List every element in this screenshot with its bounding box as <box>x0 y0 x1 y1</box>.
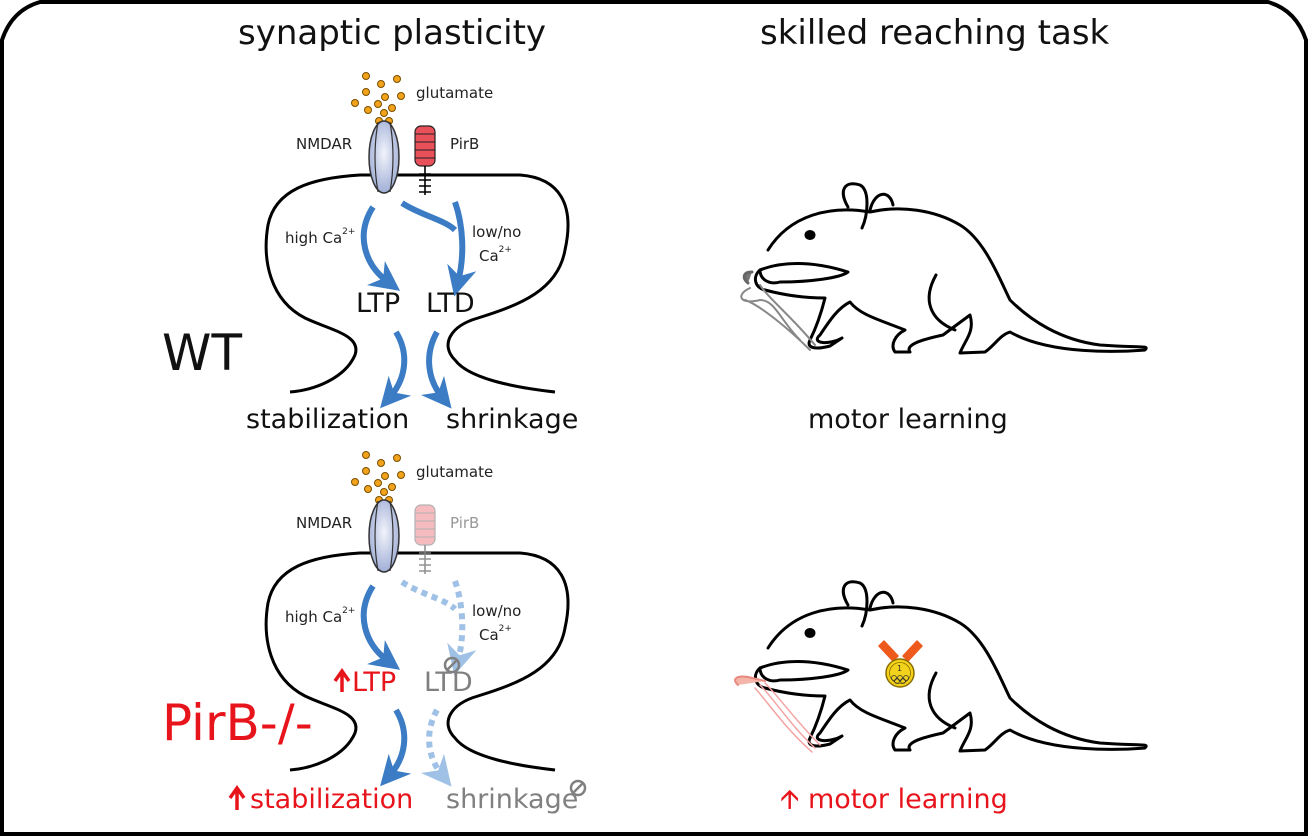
wt-low-ca-label-line2: Ca2+ <box>479 246 512 264</box>
ko-arrow-ltp <box>360 584 401 670</box>
wt-glutamate-label: glutamate <box>416 84 494 102</box>
wt-stabilization-label: stabilization <box>246 404 410 435</box>
ko-arrow-ltd-faded <box>447 580 477 676</box>
ko-high-ca-text: high Ca <box>285 608 343 626</box>
panel-title-skilled-reaching-task: skilled reaching task <box>760 13 1110 53</box>
wt-ltp-label: LTP <box>356 288 401 319</box>
wt-low-ca-superscript: 2+ <box>498 245 512 255</box>
ko-paw-trajectory <box>754 682 821 753</box>
ko-low-ca-label-line2: Ca2+ <box>479 625 512 643</box>
ko-mouse-illustration: 1 <box>734 580 1148 753</box>
wt-pirb-label: PirB <box>450 135 480 153</box>
ko-high-ca-label: high Ca2+ <box>285 607 355 625</box>
ko-ltd-null-icon <box>443 656 461 674</box>
ko-genotype-label: PirB-/- <box>162 694 313 752</box>
ko-shrinkage-null-icon <box>569 779 587 797</box>
svg-text:1: 1 <box>897 664 902 673</box>
wt-synapse <box>264 72 570 409</box>
wt-nmdar-receptor <box>368 120 400 194</box>
wt-low-ca-label-line1: low/no <box>472 223 522 241</box>
ko-high-ca-superscript: 2+ <box>342 606 356 616</box>
ko-behavior-label: 🡩 motor learning <box>780 786 1008 813</box>
ko-low-ca-label-line1: low/no <box>472 602 522 620</box>
wt-pirb-receptor <box>414 125 436 195</box>
ko-synapse <box>228 451 587 810</box>
wt-ltd-label: LTD <box>426 288 475 319</box>
wt-arrow-ltp <box>360 205 401 291</box>
wt-glutamate-dots <box>351 72 405 125</box>
ko-ltd-label: LTD <box>424 667 473 698</box>
ko-pirb-receptor-faded <box>414 504 436 574</box>
ko-glutamate-dots <box>351 451 405 504</box>
ko-low-ca-superscript: 2+ <box>498 624 512 634</box>
wt-arrow-stabilization <box>380 330 412 409</box>
panel-title-synaptic-plasticity: synaptic plasticity <box>238 13 547 53</box>
wt-arrow-ltd <box>447 201 477 297</box>
ko-arrow-pirb-branch-faded <box>400 579 458 612</box>
ko-arrow-stabilization <box>380 708 412 787</box>
wt-arrow-pirb-branch <box>400 200 458 233</box>
ko-spine-outline <box>264 551 570 772</box>
wt-high-ca-text: high Ca <box>285 229 343 247</box>
wt-spine-outline <box>264 173 570 394</box>
ko-stabilization-up-arrow-icon <box>228 784 246 810</box>
wt-arrow-shrinkage <box>420 330 452 409</box>
wt-shrinkage-label: shrinkage <box>446 404 579 435</box>
gold-medal-icon: 1 <box>878 640 923 688</box>
wt-high-ca-superscript: 2+ <box>342 227 356 237</box>
ko-ltp-label: LTP <box>352 667 397 698</box>
ko-ltp-up-arrow-icon <box>333 667 351 692</box>
wt-low-ca-text: Ca <box>479 247 499 265</box>
ko-arrow-shrinkage-faded <box>420 708 452 787</box>
ko-glutamate-label: glutamate <box>416 463 494 481</box>
ko-behavior-text: motor learning <box>807 784 1008 815</box>
ko-nmdar-label: NMDAR <box>296 514 353 532</box>
wt-nmdar-label: NMDAR <box>296 135 353 153</box>
ko-pirb-label: PirB <box>450 514 480 532</box>
wt-genotype-label: WT <box>162 324 242 382</box>
wt-behavior-label: motor learning <box>808 404 1008 435</box>
ko-nmdar-receptor <box>368 499 400 573</box>
ko-low-ca-text: Ca <box>479 626 499 644</box>
ko-shrinkage-label: shrinkage <box>446 784 579 815</box>
wt-mouse-illustration <box>740 182 1148 355</box>
ko-stabilization-label: stabilization <box>250 784 414 815</box>
ko-behavior-up-arrow-icon: 🡩 <box>780 784 800 815</box>
wt-high-ca-label: high Ca2+ <box>285 228 355 246</box>
